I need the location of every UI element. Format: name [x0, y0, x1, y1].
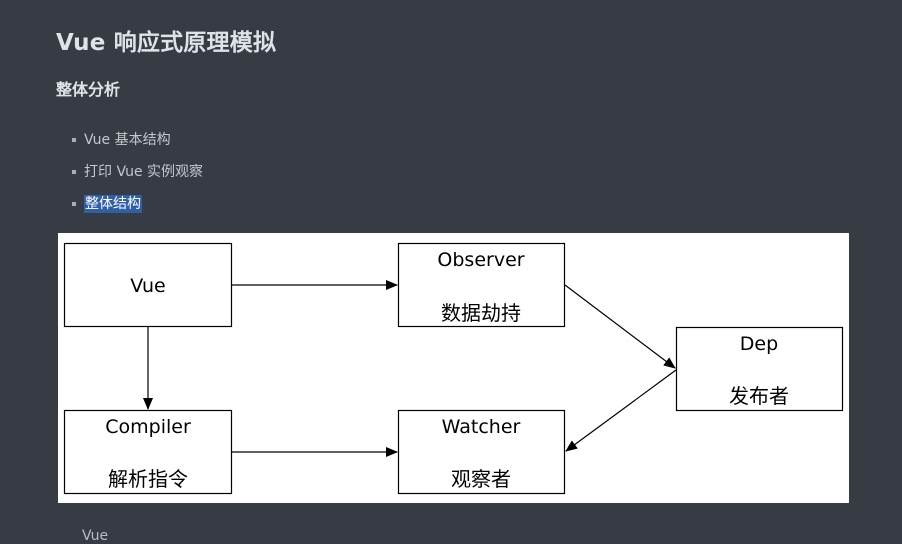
arrow-observer-to-dep: [564, 284, 676, 369]
compiler-box: [63, 409, 233, 495]
toc-item-print-vue-instance[interactable]: 打印 Vue 实例观察: [70, 156, 203, 188]
architecture-diagram-svg: Vue Observer 数据劫持 Dep 发布者 Compiler 解析指令 …: [63, 242, 844, 495]
observer-box-subtitle: 数据劫持: [441, 301, 521, 325]
dep-box: [675, 326, 844, 412]
next-list-item-fragment: Vue: [82, 528, 109, 544]
observer-box-title: Observer: [437, 249, 524, 271]
toc-item-label: Vue 基本结构: [84, 132, 171, 148]
watcher-box-title: Watcher: [442, 416, 521, 438]
page-title: Vue 响应式原理模拟: [56, 30, 277, 56]
toc-list: Vue 基本结构 打印 Vue 实例观察 整体结构: [70, 124, 203, 220]
toc-item-label-selected: 整体结构: [84, 195, 142, 213]
vue-box-title: Vue: [130, 275, 165, 297]
toc-item-vue-basic-structure[interactable]: Vue 基本结构: [70, 124, 203, 156]
toc-item-label: 打印 Vue 实例观察: [84, 164, 204, 180]
compiler-box-title: Compiler: [105, 416, 191, 438]
observer-box: [397, 242, 566, 328]
arrow-dep-to-watcher: [565, 369, 677, 452]
architecture-diagram: Vue Observer 数据劫持 Dep 发布者 Compiler 解析指令 …: [58, 233, 849, 503]
watcher-box-subtitle: 观察者: [451, 467, 511, 491]
compiler-box-subtitle: 解析指令: [108, 467, 188, 491]
watcher-box: [397, 409, 566, 495]
vue-box: [63, 242, 233, 328]
dep-box-subtitle: 发布者: [729, 384, 789, 408]
dep-box-title: Dep: [740, 333, 778, 355]
section-heading: 整体分析: [56, 80, 121, 99]
toc-item-overall-structure[interactable]: 整体结构: [70, 188, 203, 220]
